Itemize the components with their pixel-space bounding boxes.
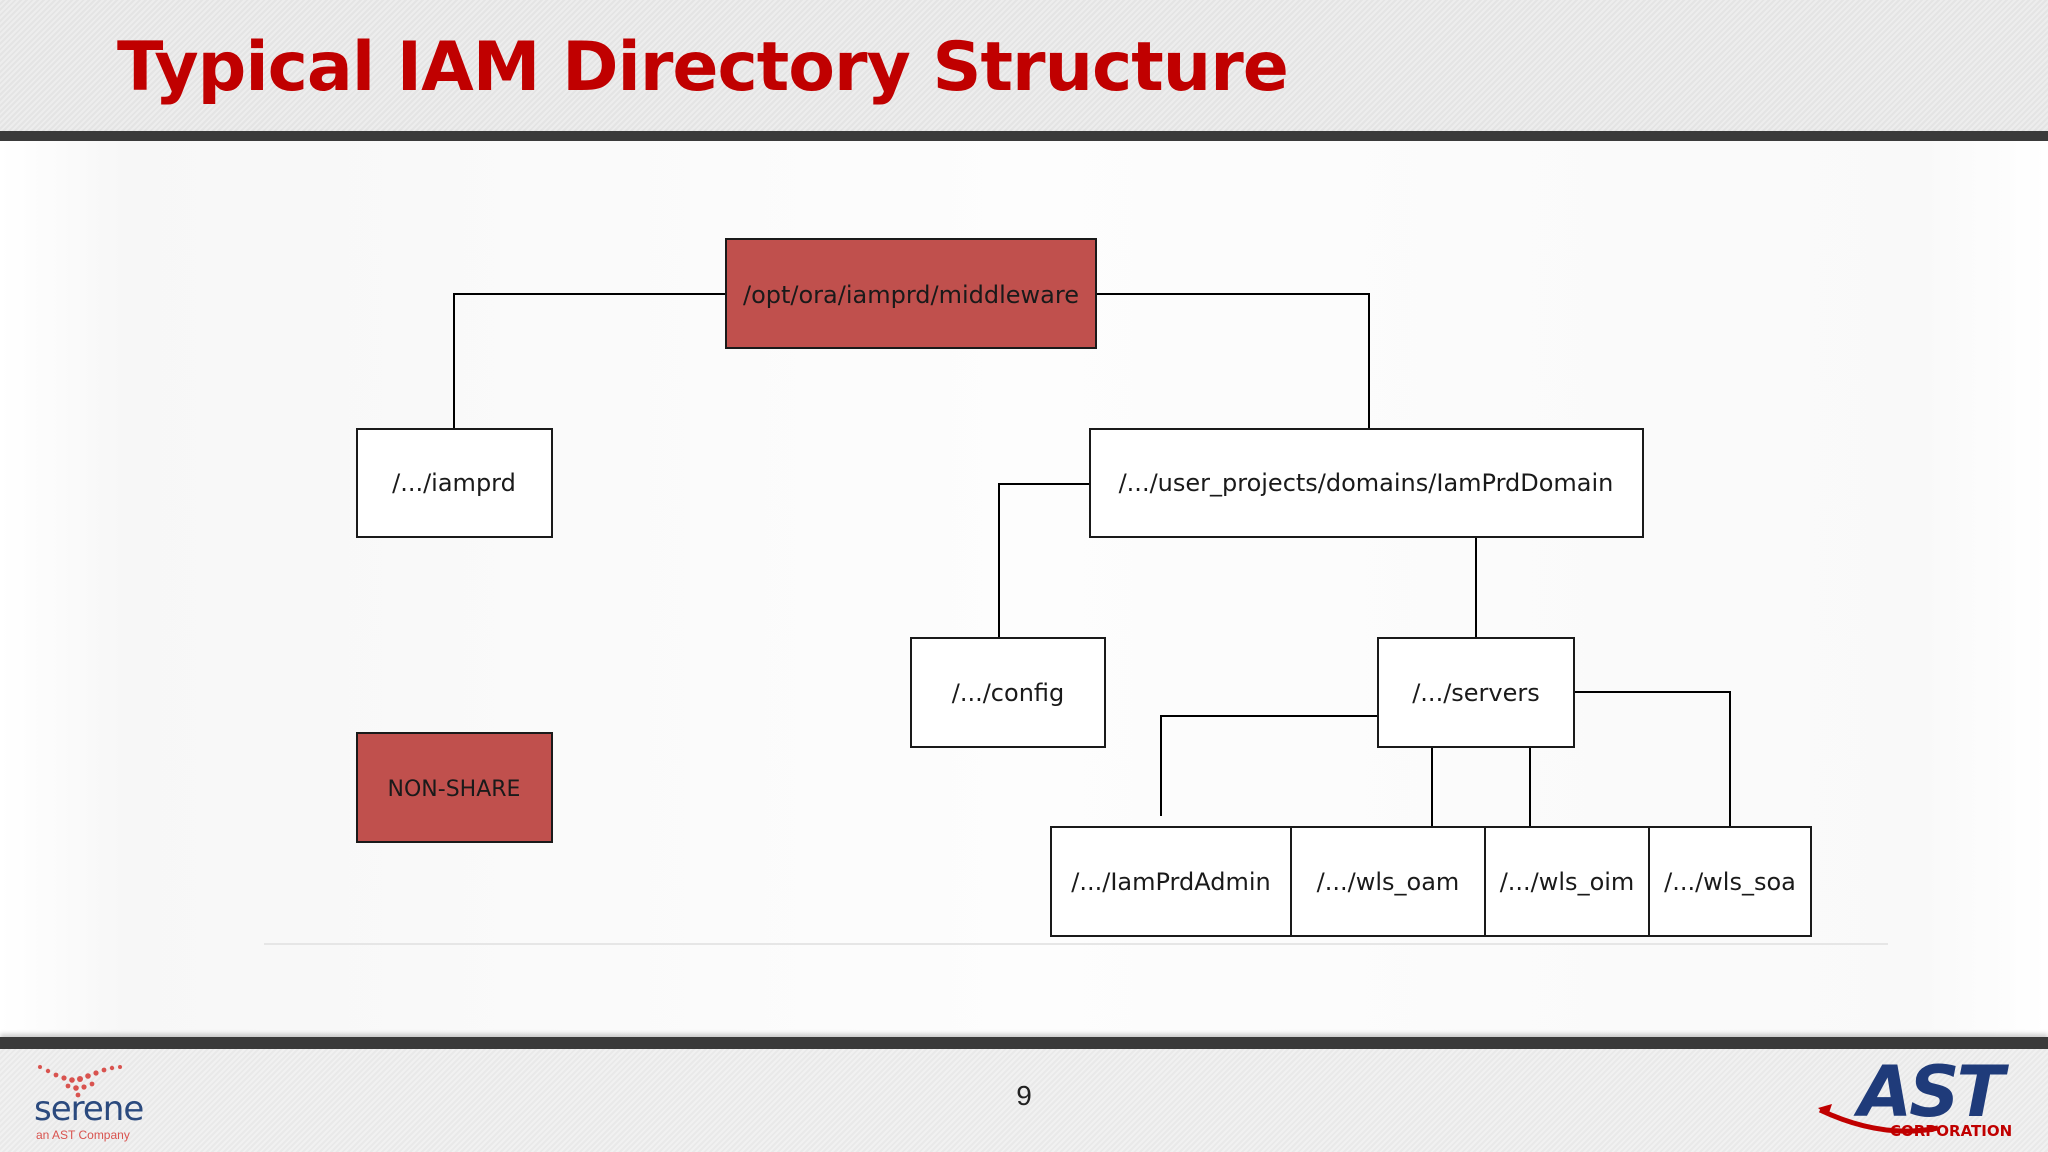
node-wls-soa: /.../wls_soa	[1648, 826, 1812, 937]
node-middleware-label: /opt/ora/iamprd/middleware	[743, 281, 1079, 309]
node-config: /.../config	[910, 637, 1106, 748]
node-iamprd-label: /.../iamprd	[392, 469, 516, 497]
connector-domain-config	[998, 483, 1090, 638]
node-domain-label: /.../user_projects/domains/IamPrdDomain	[1119, 469, 1614, 497]
node-iamprd: /.../iamprd	[356, 428, 553, 538]
slide-header: Typical IAM Directory Structure	[0, 0, 2048, 132]
node-admin-label: /.../IamPrdAdmin	[1071, 868, 1270, 896]
ast-logo-tagline: CORPORATION	[1890, 1122, 2013, 1140]
connector-servers-wls-soa	[1574, 691, 1731, 827]
slide-title: Typical IAM Directory Structure	[117, 28, 1289, 107]
node-servers: /.../servers	[1377, 637, 1575, 748]
connectors	[453, 293, 1731, 827]
footer-rule	[0, 1037, 2048, 1049]
slide-content: /opt/ora/iamprd/middleware /.../iamprd /…	[0, 141, 2048, 1037]
page-number: 9	[1016, 1080, 1032, 1111]
node-admin: /.../IamPrdAdmin	[1050, 826, 1292, 937]
node-config-label: /.../config	[952, 679, 1065, 707]
node-middleware: /opt/ora/iamprd/middleware	[725, 238, 1097, 349]
legend-non-share-label: NON-SHARE	[388, 777, 521, 802]
legend-non-share: NON-SHARE	[356, 732, 553, 843]
node-wls-oam: /.../wls_oam	[1290, 826, 1486, 937]
serene-logo-icon	[38, 1065, 122, 1098]
node-wls-oam-label: /.../wls_oam	[1317, 868, 1460, 896]
directory-tree-diagram: /opt/ora/iamprd/middleware /.../iamprd /…	[264, 238, 1888, 945]
header-rule	[0, 131, 2048, 141]
connector-middleware-iamprd	[453, 293, 726, 429]
node-wls-soa-label: /.../wls_soa	[1664, 868, 1796, 896]
node-wls-oim: /.../wls_oim	[1484, 826, 1650, 937]
node-wls-oim-label: /.../wls_oim	[1500, 868, 1635, 896]
ast-swoosh-icon	[1818, 1104, 1939, 1134]
connector-middleware-domain	[1096, 293, 1370, 429]
serene-logo-tagline: an AST Company	[36, 1128, 130, 1142]
serene-logo-text: serene	[34, 1089, 144, 1129]
slide-footer	[0, 1049, 2048, 1152]
node-servers-label: /.../servers	[1412, 679, 1540, 707]
ast-logo-text: AST	[1858, 1051, 2004, 1133]
node-domain: /.../user_projects/domains/IamPrdDomain	[1089, 428, 1644, 538]
connector-servers-admin	[1160, 715, 1378, 816]
